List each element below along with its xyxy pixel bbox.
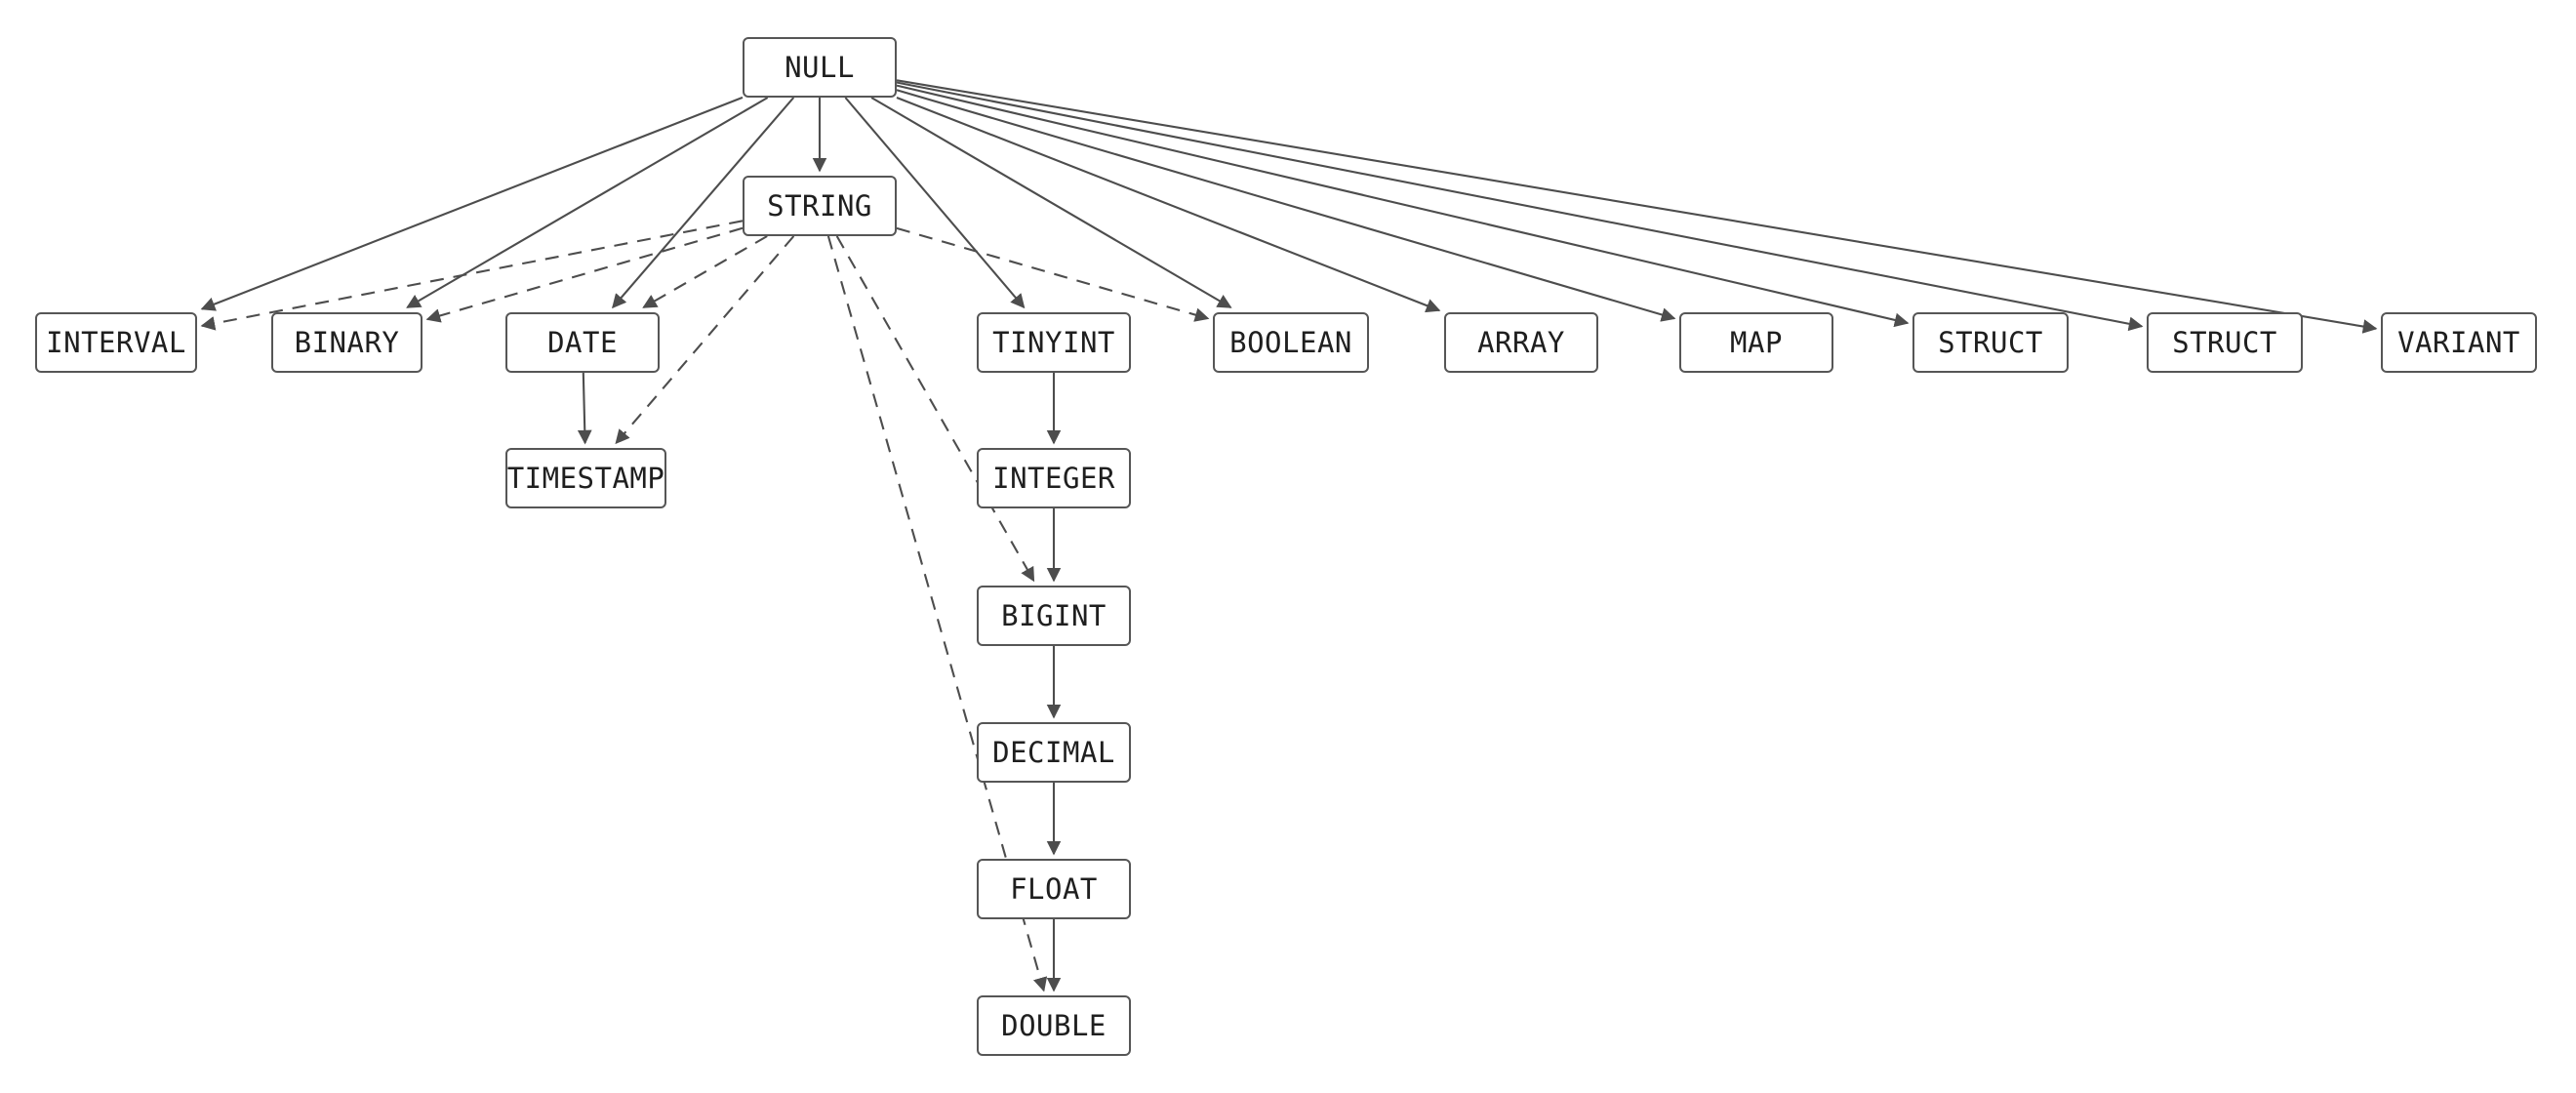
node-struct1[interactable]: STRUCT [1912, 312, 2069, 373]
edge-string-to-boolean [896, 226, 1210, 322]
node-integer[interactable]: INTEGER [977, 448, 1131, 508]
node-boolean[interactable]: BOOLEAN [1213, 312, 1369, 373]
edge-null-to-variant [896, 79, 2378, 334]
node-label: DATE [547, 326, 618, 359]
node-label: DOUBLE [1001, 1009, 1107, 1042]
edge-string-to-binary [425, 226, 744, 323]
edges-group [200, 79, 2378, 992]
node-string[interactable]: STRING [743, 176, 897, 236]
edge-null-to-interval [200, 96, 744, 311]
edge-null-to-struct2 [896, 81, 2144, 332]
edge-null-to-boolean [870, 97, 1232, 308]
node-bigint[interactable]: BIGINT [977, 586, 1131, 646]
node-variant[interactable]: VARIANT [2381, 312, 2537, 373]
node-label: STRUCT [1938, 326, 2043, 359]
node-label: BINARY [294, 326, 400, 359]
node-label: NULL [785, 51, 855, 84]
edge-null-to-array [896, 97, 1441, 313]
node-interval[interactable]: INTERVAL [35, 312, 197, 373]
node-binary[interactable]: BINARY [271, 312, 423, 373]
node-date[interactable]: DATE [505, 312, 660, 373]
node-decimal[interactable]: DECIMAL [977, 722, 1131, 783]
node-label: VARIANT [2397, 326, 2520, 359]
node-float[interactable]: FLOAT [977, 859, 1131, 919]
node-label: INTERVAL [46, 326, 186, 359]
node-label: TIMESTAMP [506, 462, 665, 495]
node-double[interactable]: DOUBLE [977, 995, 1131, 1056]
node-null[interactable]: NULL [743, 37, 897, 98]
node-label: TINYINT [992, 326, 1115, 359]
edge-null-to-struct1 [896, 84, 1910, 328]
node-timestamp[interactable]: TIMESTAMP [505, 448, 666, 508]
node-label: STRING [767, 189, 872, 223]
node-label: BOOLEAN [1229, 326, 1352, 359]
edge-null-to-map [896, 89, 1676, 322]
node-label: ARRAY [1477, 326, 1565, 359]
node-map[interactable]: MAP [1679, 312, 1833, 373]
node-tinyint[interactable]: TINYINT [977, 312, 1131, 373]
edge-string-to-interval [200, 220, 744, 331]
node-label: DECIMAL [992, 736, 1115, 769]
edge-null-to-binary [406, 97, 769, 308]
node-label: MAP [1730, 326, 1783, 359]
node-label: STRUCT [2172, 326, 2277, 359]
node-array[interactable]: ARRAY [1444, 312, 1598, 373]
edge-date-to-timestamp [577, 372, 592, 445]
node-struct2[interactable]: STRUCT [2147, 312, 2303, 373]
node-label: FLOAT [1010, 872, 1098, 906]
node-label: BIGINT [1001, 599, 1107, 632]
node-label: INTEGER [992, 462, 1115, 495]
edge-string-to-date [642, 235, 768, 308]
edge-string-to-bigint [835, 235, 1035, 583]
